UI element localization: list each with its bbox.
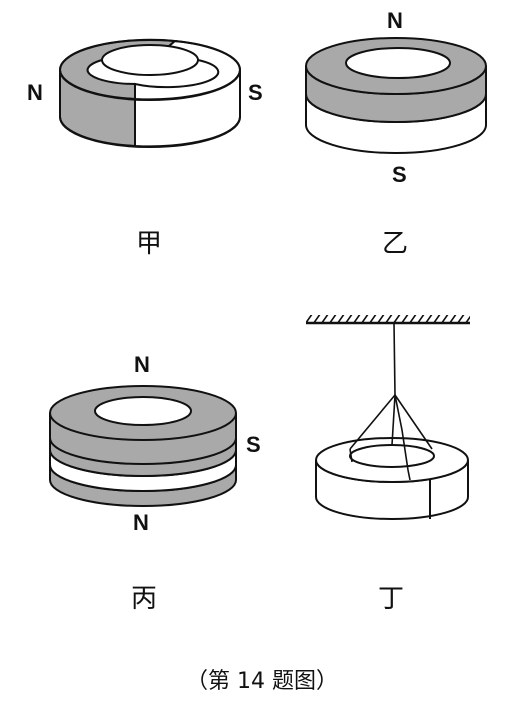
ring-magnet-yi <box>305 37 487 154</box>
bing-top-pole-label: N <box>134 352 150 377</box>
jia-right-pole-label: S <box>248 80 263 105</box>
ceiling-hatch <box>306 315 470 322</box>
ring-magnet-jia <box>58 38 242 148</box>
jia-hole <box>101 44 199 76</box>
bing-bottom-pole-label: N <box>133 510 149 535</box>
ding-hole <box>349 444 435 468</box>
yi-hole <box>345 47 451 79</box>
figure-footer-caption: （第 14 题图） <box>186 669 338 694</box>
suspension-cords <box>349 394 433 481</box>
bing-side-pole-label: S <box>246 432 261 457</box>
bing-hole <box>94 396 192 426</box>
suspension-string <box>393 322 396 396</box>
hanging-ring-ding <box>306 315 470 520</box>
bing-caption: 丙 <box>131 584 157 614</box>
yi-bottom-pole-label: S <box>392 162 407 187</box>
ring-magnet-bing <box>49 385 237 507</box>
jia-caption: 甲 <box>136 229 162 259</box>
yi-top-pole-label: N <box>387 8 403 33</box>
ding-caption: 丁 <box>378 584 404 614</box>
yi-caption: 乙 <box>382 229 408 259</box>
jia-left-pole-label: N <box>27 80 43 105</box>
